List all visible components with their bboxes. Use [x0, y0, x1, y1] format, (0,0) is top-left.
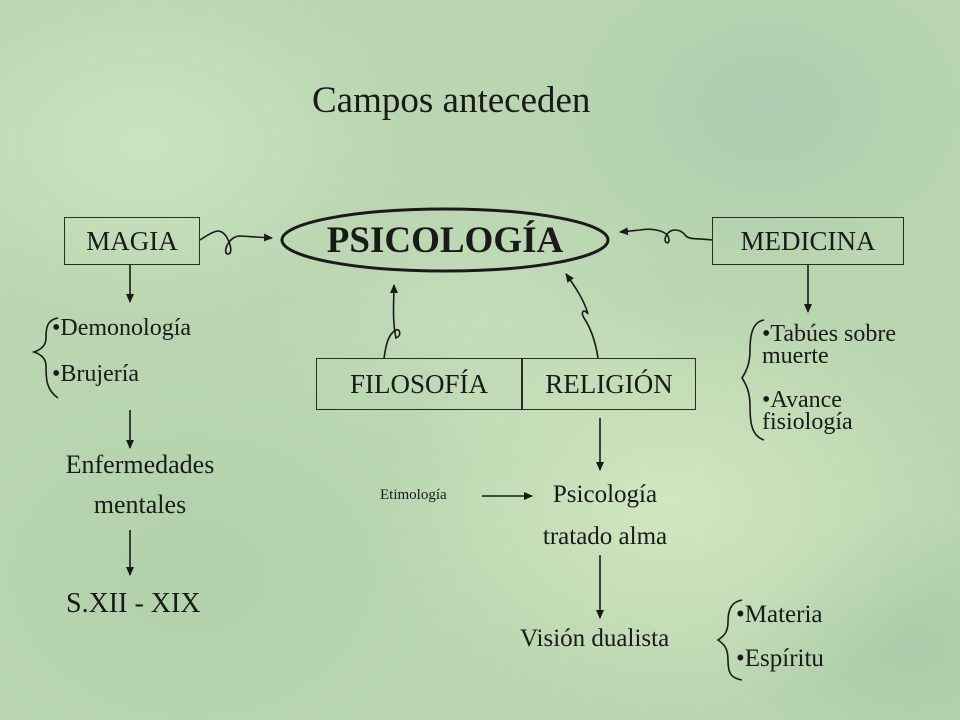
magia-item-brujeria: •Brujería	[52, 361, 140, 387]
arrow-filosofia-psicologia	[383, 284, 401, 359]
period-label: S.XII - XIX	[66, 588, 201, 619]
medicina-item2-line2: fisiología	[762, 409, 853, 435]
brace-medicina-items	[741, 319, 765, 441]
psicologia-definition-line1: Psicología	[552, 481, 658, 508]
medicina-item1-line1: •Tabúes sobre	[762, 321, 897, 347]
dualism-item-espiritu: •Espíritu	[736, 645, 824, 672]
box-magia: MAGIA	[64, 217, 200, 265]
medicina-item1-line2: muerte	[762, 343, 829, 369]
brace-magia-items	[31, 317, 59, 399]
magia-item-demonologia: •Demonología	[52, 315, 192, 341]
arrow-medicina-psicologia	[619, 227, 713, 244]
box-medicina: MEDICINA	[712, 217, 904, 265]
box-filosofia-label: FILOSOFÍA	[349, 368, 489, 399]
psicologia-definition-line2: tratado alma	[542, 523, 668, 550]
arrow-magia-psicologia	[199, 230, 273, 255]
center-node-psicologia: PSICOLOGÍA	[326, 220, 564, 261]
arrow-religion-psicologia	[565, 273, 599, 359]
brace-dualism-items	[716, 599, 743, 681]
page-title: Campos anteceden	[312, 80, 591, 121]
enfermedades-line2: mentales	[93, 490, 187, 519]
etimologia-label: Etimología	[380, 487, 447, 503]
box-filosofia: FILOSOFÍA	[316, 358, 522, 410]
enfermedades-line1: Enfermedades	[65, 450, 215, 479]
dualism-item-materia: •Materia	[736, 601, 823, 628]
vision-dualista-label: Visión dualista	[520, 625, 670, 652]
medicina-item2-line1: •Avance	[762, 387, 842, 413]
psicologia-ellipse	[280, 207, 610, 273]
box-medicina-label: MEDICINA	[740, 225, 876, 256]
box-religion: RELIGIÓN	[522, 358, 696, 410]
box-religion-label: RELIGIÓN	[545, 368, 673, 399]
box-magia-label: MAGIA	[86, 225, 178, 256]
